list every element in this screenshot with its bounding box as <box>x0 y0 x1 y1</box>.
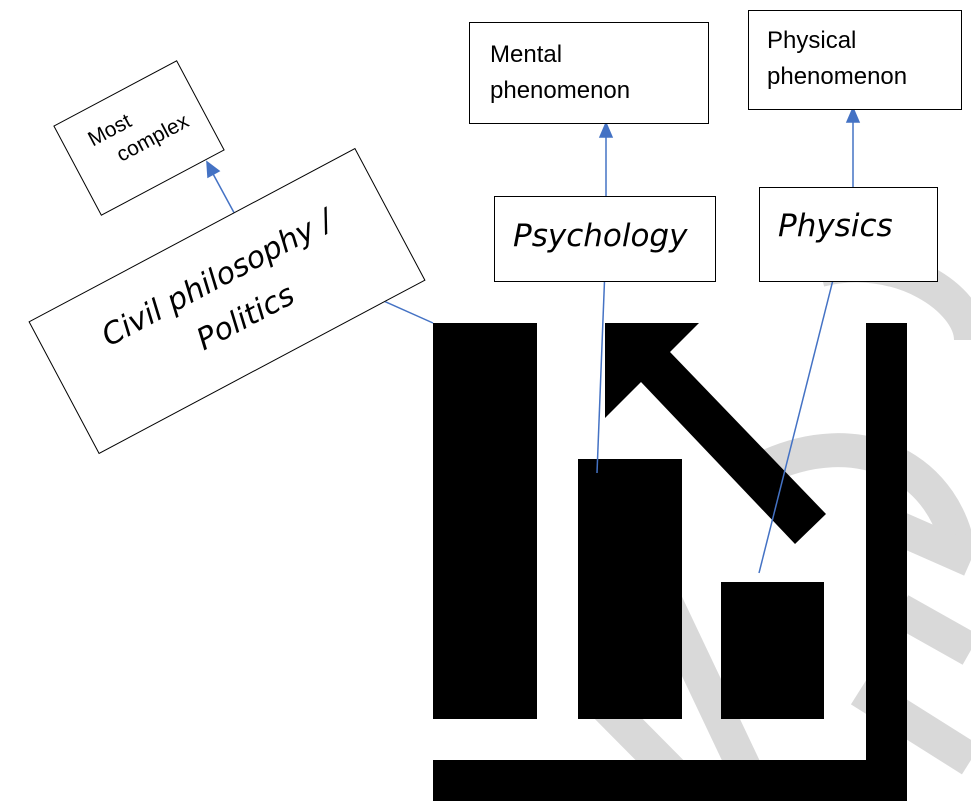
arrow-bar-to-physics <box>758 267 837 574</box>
short-bar <box>721 582 824 719</box>
mental-phenomenon-line-2: phenomenon <box>490 77 631 104</box>
mental-phenomenon-box: Mental phenomenon <box>469 22 709 124</box>
diagonal-arrow-icon <box>605 323 826 544</box>
physical-phenomenon-line-1: Physical <box>767 27 857 54</box>
watermark-stroke <box>891 595 971 665</box>
physics-label: Physics <box>778 208 893 244</box>
tall-bar <box>433 323 537 719</box>
physical-phenomenon-box: Physical phenomenon <box>748 10 962 110</box>
bar-chart-decline-icon <box>433 323 907 801</box>
middle-bar <box>578 459 682 719</box>
psychology-label: Psychology <box>513 218 688 254</box>
physics-box: Physics <box>759 187 938 282</box>
arrowhead <box>598 121 614 138</box>
mental-phenomenon-line-1: Mental <box>490 41 563 68</box>
axis-vertical <box>866 323 907 801</box>
arrowhead <box>845 106 861 123</box>
arrow-bar-to-psychology <box>596 267 606 474</box>
psychology-box: Psychology <box>494 196 716 282</box>
physical-phenomenon-line-2: phenomenon <box>767 63 908 90</box>
axis-horizontal <box>433 760 907 801</box>
arrowhead <box>206 160 221 179</box>
